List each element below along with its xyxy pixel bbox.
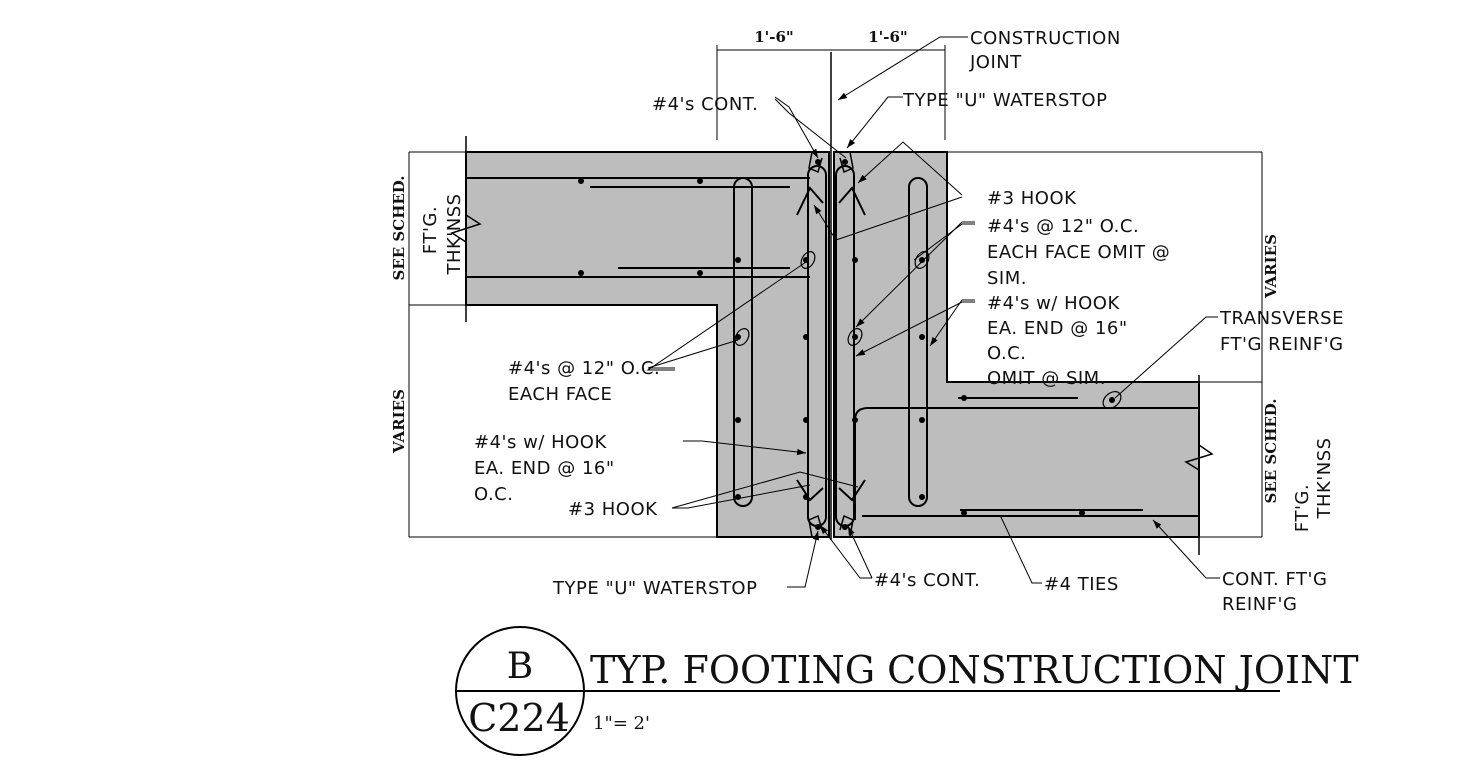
break-line-left xyxy=(450,136,482,322)
dim-left-varies: VARIES xyxy=(390,389,408,454)
callout-hook16-left-1: #4's w/ HOOK xyxy=(474,432,607,453)
callout-each-face-right-3: SIM. xyxy=(987,268,1027,289)
callout-hook16-left-3: O.C. xyxy=(474,484,513,505)
callout-waterstop-top: TYPE "U" WATERSTOP xyxy=(902,90,1107,111)
callout-cont-ftg-1: CONT. FT'G xyxy=(1222,569,1327,590)
dimension-lines xyxy=(408,45,1263,538)
callout-hook16-right-1: #4's w/ HOOK xyxy=(987,293,1120,314)
callout-hook16-right-4: OMIT @ SIM. xyxy=(987,368,1106,389)
dim-left-thickness-thknss: THK'NSS xyxy=(444,193,465,275)
detail-title: TYP. FOOTING CONSTRUCTION JOINT xyxy=(590,648,1359,692)
detail-scale: 1"= 2' xyxy=(593,713,650,734)
callout-hook16-left-2: EA. END @ 16" xyxy=(474,458,615,479)
break-line-right xyxy=(1184,375,1214,555)
detail-letter: B xyxy=(507,646,533,687)
callout-hook16-right-2: EA. END @ 16" xyxy=(987,318,1128,339)
detail-bubble xyxy=(455,626,1280,756)
dim-left-thickness-sched: SEE SCHED. xyxy=(390,176,408,281)
rebar-dots xyxy=(578,159,1115,530)
callout-hook-top: #3 HOOK xyxy=(987,188,1077,209)
leader-lines xyxy=(646,36,1220,588)
dim-left-thickness-ftg: FT'G. xyxy=(420,206,441,254)
dim-right-thickness-ftg: FT'G. xyxy=(1292,484,1313,532)
dim-right-thickness-thknss: THK'NSS xyxy=(1314,437,1335,519)
callout-waterstop-bottom: TYPE "U" WATERSTOP xyxy=(552,578,757,599)
callout-construction-joint-1: CONSTRUCTION xyxy=(970,28,1121,49)
callout-cont-ftg-2: REINF'G xyxy=(1222,594,1297,615)
callout-cont-top: #4's CONT. xyxy=(652,94,758,115)
callout-cont-bottom: #4's CONT. xyxy=(874,570,980,591)
callout-each-face-left-2: EACH FACE xyxy=(508,384,612,405)
callout-each-face-left-1: #4's @ 12" O.C. xyxy=(508,358,660,379)
dim-left-width: 1'-6" xyxy=(754,28,794,46)
callout-transverse-2: FT'G REINF'G xyxy=(1220,334,1344,355)
sheet-number: C224 xyxy=(468,696,570,740)
rebar-ellipses xyxy=(734,251,1122,409)
callout-ties: #4 TIES xyxy=(1044,574,1119,595)
callout-each-face-right-1: #4's @ 12" O.C. xyxy=(987,216,1139,237)
dim-right-width: 1'-6" xyxy=(868,28,908,46)
callout-hook-bottom: #3 HOOK xyxy=(568,499,658,520)
waterstop-top xyxy=(808,151,854,174)
dim-right-thickness-sched: SEE SCHED. xyxy=(1262,399,1280,504)
dim-right-varies: VARIES xyxy=(1262,234,1280,299)
callout-each-face-right-2: EACH FACE OMIT @ xyxy=(987,242,1170,263)
callout-construction-joint-2: JOINT xyxy=(969,52,1022,73)
callout-transverse-1: TRANSVERSE xyxy=(1219,308,1344,329)
callout-hook16-right-3: O.C. xyxy=(987,343,1026,364)
